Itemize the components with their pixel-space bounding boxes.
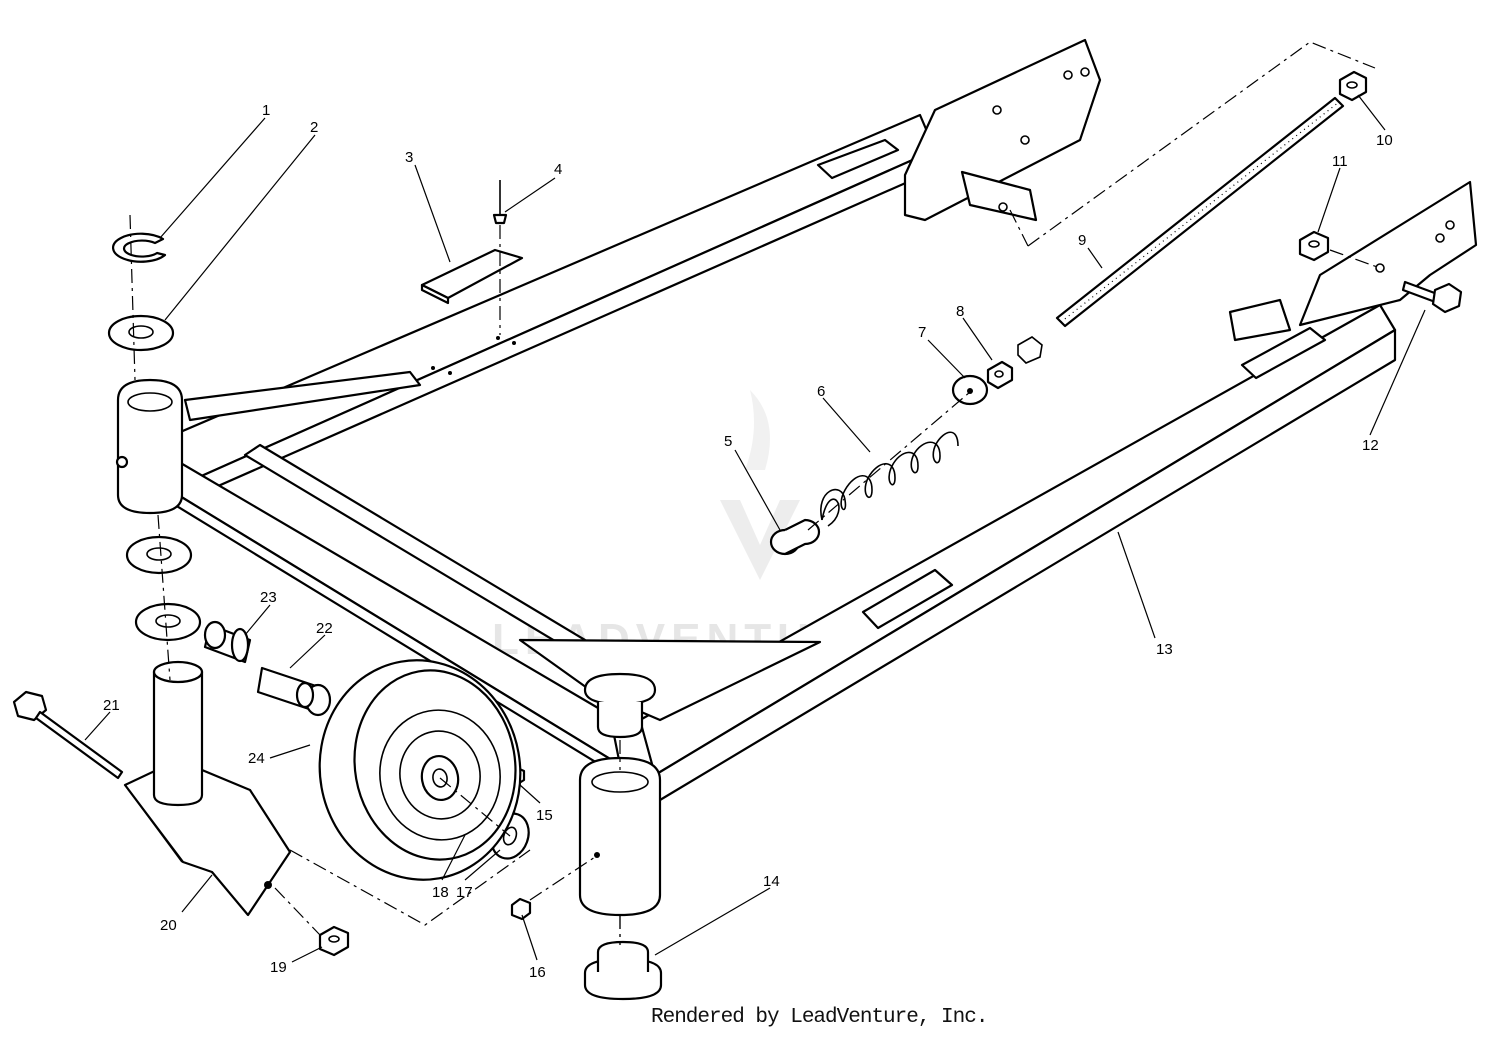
- bearing-22: [256, 666, 332, 717]
- callout-8: 8: [956, 303, 964, 320]
- callout-24: 24: [248, 750, 265, 767]
- callout-13: 13: [1156, 641, 1173, 658]
- watermark-logo-icon: [720, 390, 800, 580]
- callout-15: 15: [536, 807, 553, 824]
- callout-23: 23: [260, 589, 277, 606]
- washer-lower-spindle: [134, 602, 202, 642]
- nut-10: [1338, 70, 1368, 102]
- caster-wheel-24: [318, 659, 522, 881]
- callout-labels: 1 2 3 4 5 6 7 8 9 10 11 12 13 14 15 16 1…: [103, 102, 1393, 981]
- snap-ring-1: [111, 232, 167, 263]
- bolt-21: [12, 690, 124, 780]
- centerlines: [129, 41, 1381, 945]
- callout-22: 22: [316, 620, 333, 637]
- callout-14: 14: [763, 873, 780, 890]
- spring-6: [820, 431, 959, 527]
- nut-8: [986, 360, 1014, 390]
- nut-19: [318, 925, 350, 957]
- callout-1: 1: [262, 102, 270, 119]
- axle-spacer-23: [203, 620, 252, 664]
- callout-4: 4: [554, 161, 562, 178]
- callout-16: 16: [529, 964, 546, 981]
- caster-fork-20: [123, 660, 292, 917]
- washer-upper-spindle: [125, 535, 193, 575]
- washer-7: [951, 374, 989, 406]
- callout-2: 2: [310, 119, 318, 136]
- callout-7: 7: [918, 324, 926, 341]
- callout-21: 21: [103, 697, 120, 714]
- callout-18: 18: [432, 884, 449, 901]
- callout-5: 5: [724, 433, 732, 450]
- nut-16: [510, 897, 532, 921]
- callout-11: 11: [1332, 153, 1348, 170]
- screw-4: [492, 180, 508, 225]
- washer-2: [107, 314, 175, 352]
- threaded-rod-9: [1017, 96, 1345, 364]
- callout-3: 3: [405, 149, 413, 166]
- callout-19: 19: [270, 959, 287, 976]
- bolt-12: [1401, 280, 1463, 314]
- bushing-14: [583, 940, 663, 1001]
- nut-11: [1298, 230, 1330, 262]
- callout-20: 20: [160, 917, 177, 934]
- callout-12: 12: [1362, 437, 1379, 454]
- callout-9: 9: [1078, 232, 1086, 249]
- leader-lines: [84, 94, 1426, 963]
- frame-13: [115, 38, 1478, 917]
- pad-plate-3: [420, 248, 524, 305]
- callout-17: 17: [456, 884, 473, 901]
- callout-10: 10: [1376, 132, 1393, 149]
- render-credit: Rendered by LeadVenture, Inc.: [651, 1006, 988, 1029]
- callout-6: 6: [817, 383, 825, 400]
